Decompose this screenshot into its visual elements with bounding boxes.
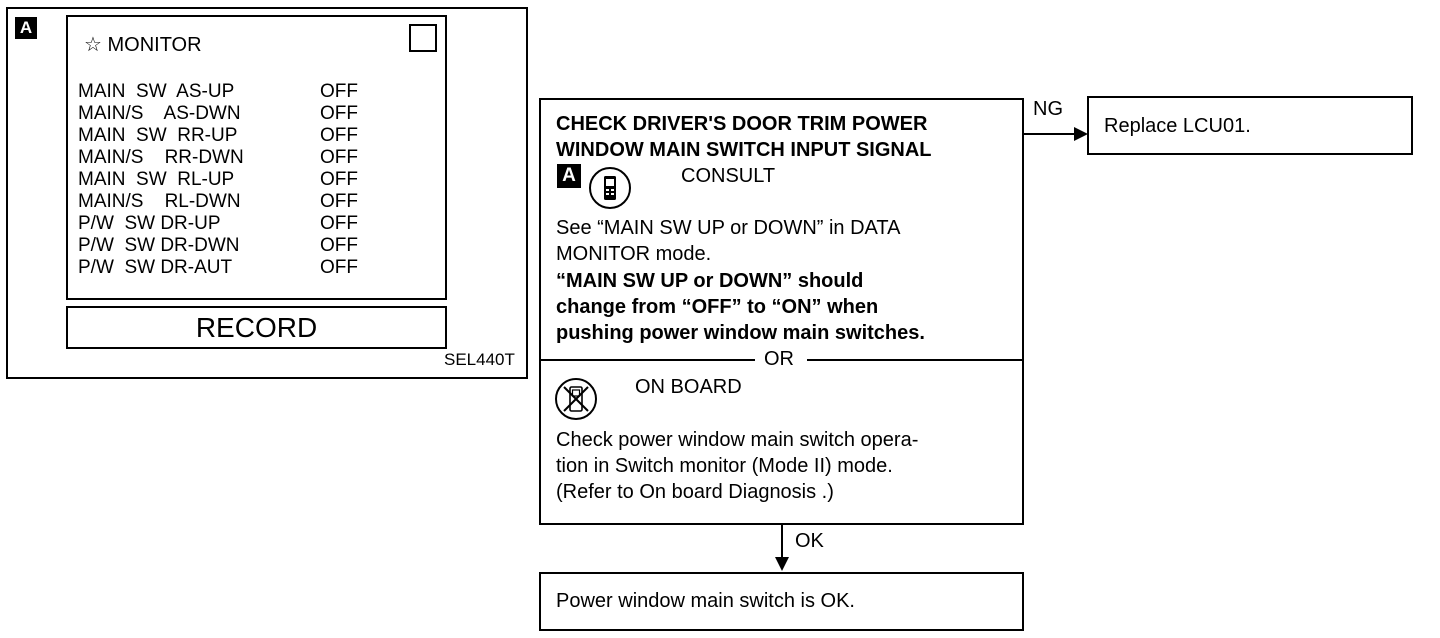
- monitor-row-value: OFF: [320, 147, 358, 168]
- monitor-row-value: OFF: [320, 235, 358, 256]
- monitor-row-label: MAIN/S RL-DWN: [78, 191, 241, 212]
- ok-label: OK: [795, 530, 824, 552]
- onboard-instruction-line1: Check power window main switch opera-: [556, 429, 919, 451]
- ng-label: NG: [1033, 98, 1063, 120]
- monitor-row-label: MAIN SW RL-UP: [78, 169, 235, 190]
- ng-arrow: [1024, 127, 1088, 141]
- record-button-label: RECORD: [195, 312, 318, 343]
- monitor-row-label: P/W SW DR-DWN: [78, 235, 240, 256]
- monitor-checkbox[interactable]: [409, 24, 437, 52]
- monitor-row-value: OFF: [320, 213, 358, 234]
- onboard-instruction-line3: (Refer to On board Diagnosis .): [556, 481, 834, 503]
- monitor-row-label: MAIN SW RR-UP: [78, 125, 238, 146]
- monitor-row-label: P/W SW DR-AUT: [78, 257, 233, 278]
- ng-result-box: [1087, 96, 1413, 155]
- or-divider-right: [807, 359, 1022, 361]
- consult-tester-icon: [589, 167, 631, 209]
- figure-code: SEL440T: [444, 350, 515, 369]
- or-divider-label: OR: [764, 348, 794, 370]
- monitor-row-label: MAIN/S AS-DWN: [78, 103, 241, 124]
- ng-result-text: Replace LCU01.: [1104, 115, 1251, 137]
- consult-expected-line1: “MAIN SW UP or DOWN” should: [556, 270, 864, 292]
- or-divider-left: [541, 359, 755, 361]
- monitor-panel: [66, 15, 447, 300]
- consult-method-label: CONSULT: [681, 165, 776, 187]
- consult-expected-line2: change from “OFF” to “ON” when: [556, 296, 879, 318]
- onboard-method-label: ON BOARD: [635, 376, 742, 398]
- monitor-row-label: MAIN/S RR-DWN: [78, 147, 244, 168]
- monitor-row-value: OFF: [320, 191, 358, 212]
- monitor-row-value: OFF: [320, 81, 358, 102]
- onboard-instruction-line2: tion in Switch monitor (Mode II) mode.: [556, 455, 893, 477]
- monitor-header: ☆ MONITOR: [84, 34, 202, 56]
- ok-result-box: [539, 572, 1024, 631]
- monitor-row-label: P/W SW DR-UP: [78, 213, 221, 234]
- consult-expected-line3: pushing power window main switches.: [556, 322, 925, 344]
- consult-tag-a: A: [15, 17, 37, 39]
- monitor-row-value: OFF: [320, 103, 358, 124]
- consult-method-tag-a: A: [557, 164, 581, 188]
- monitor-row-label: MAIN SW AS-UP: [78, 81, 235, 102]
- consult-instruction-line2: MONITOR mode.: [556, 243, 712, 265]
- monitor-row-value: OFF: [320, 169, 358, 190]
- check-step-title-line2: WINDOW MAIN SWITCH INPUT SIGNAL: [556, 139, 932, 161]
- check-step-title-line1: CHECK DRIVER'S DOOR TRIM POWER: [556, 113, 928, 135]
- record-button[interactable]: RECORD: [66, 306, 447, 349]
- ok-result-text: Power window main switch is OK.: [556, 590, 855, 612]
- onboard-no-tester-icon: [555, 378, 597, 420]
- ok-arrow: [775, 525, 789, 571]
- monitor-row-value: OFF: [320, 257, 358, 278]
- consult-instruction-line1: See “MAIN SW UP or DOWN” in DATA: [556, 217, 901, 239]
- monitor-row-value: OFF: [320, 125, 358, 146]
